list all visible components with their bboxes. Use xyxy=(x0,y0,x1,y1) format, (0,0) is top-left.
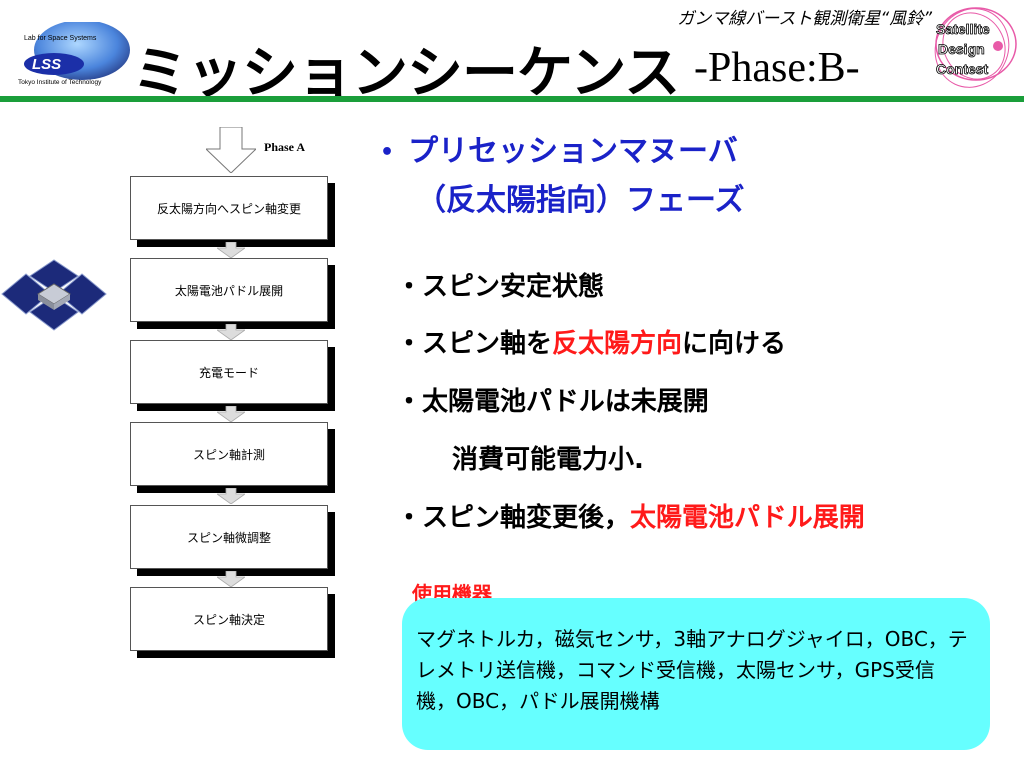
logo-mark: LSS xyxy=(32,56,61,73)
flow-step-1: 反太陽方向へスピン軸変更 xyxy=(130,176,328,240)
satellite-design-contest-logo: Satellite Design Contest xyxy=(934,7,1017,88)
flow-arrow-icon xyxy=(217,406,245,422)
item-paddle-deploy: ・スピン軸変更後，太陽電池パドル展開 xyxy=(396,497,865,534)
phase-a-arrow-icon xyxy=(206,127,256,173)
flow-arrow-icon xyxy=(217,324,245,340)
lss-logo: Lab for Space Systems LSS Tokyo Institut… xyxy=(18,22,130,86)
contest-word-2: Design xyxy=(938,41,985,57)
logo-line2: Tokyo Institute of Technology xyxy=(18,79,102,86)
equipment-box: マグネトルカ，磁気センサ，3軸アナログジャイロ，OBC，テレメトリ送信機，コマン… xyxy=(402,598,990,750)
flow-step-4: スピン軸計測 xyxy=(130,422,328,486)
phase-a-label: Phase A xyxy=(264,140,306,154)
flow-step-5: スピン軸微調整 xyxy=(130,505,328,569)
contest-word-1: Satellite xyxy=(936,21,990,37)
top-caption: ガンマ線バースト観測衛星“風鈴” xyxy=(677,9,932,29)
flow-arrow-icon xyxy=(217,242,245,258)
flow-step-2: 太陽電池パドル展開 xyxy=(130,258,328,322)
item-paddle-deploy-red: 太陽電池パドル展開 xyxy=(630,503,865,533)
item-spin-axis-red: 反太陽方向 xyxy=(552,329,683,359)
satellite-icon xyxy=(1,259,107,331)
heading-line-2: （反太陽指向）フェーズ xyxy=(416,182,745,218)
logo-line1: Lab for Space Systems xyxy=(24,35,97,42)
header-divider xyxy=(0,96,1024,102)
flow-arrow-icon xyxy=(217,488,245,504)
item-low-power: 消費可能電力小. xyxy=(452,445,644,475)
section-heading: • プリセッションマヌーバ （反太陽指向）フェーズ xyxy=(380,128,745,225)
item-paddle-deploy-pre: ・スピン軸変更後， xyxy=(396,503,631,533)
phase-title: -Phase:B- xyxy=(694,45,860,91)
item-spin-stable: ・スピン安定状態 xyxy=(396,272,605,302)
flow-arrow-icon xyxy=(217,571,245,587)
page-title: ミッションシーケンス xyxy=(132,41,680,106)
heading-line-1: プリセッションマヌーバ xyxy=(408,134,738,169)
contest-word-3: Contest xyxy=(936,61,988,77)
bullet-icon: • xyxy=(380,139,395,165)
item-paddle-undeployed: ・太陽電池パドルは未展開 xyxy=(396,387,709,417)
item-spin-axis-pre: ・スピン軸を xyxy=(396,329,553,359)
item-spin-axis: ・スピン軸を反太陽方向に向ける xyxy=(396,323,786,360)
item-spin-axis-post: に向ける xyxy=(682,329,787,359)
equipment-list: マグネトルカ，磁気センサ，3軸アナログジャイロ，OBC，テレメトリ送信機，コマン… xyxy=(416,627,968,713)
flow-step-3: 充電モード xyxy=(130,340,328,404)
flow-step-6: スピン軸決定 xyxy=(130,587,328,651)
